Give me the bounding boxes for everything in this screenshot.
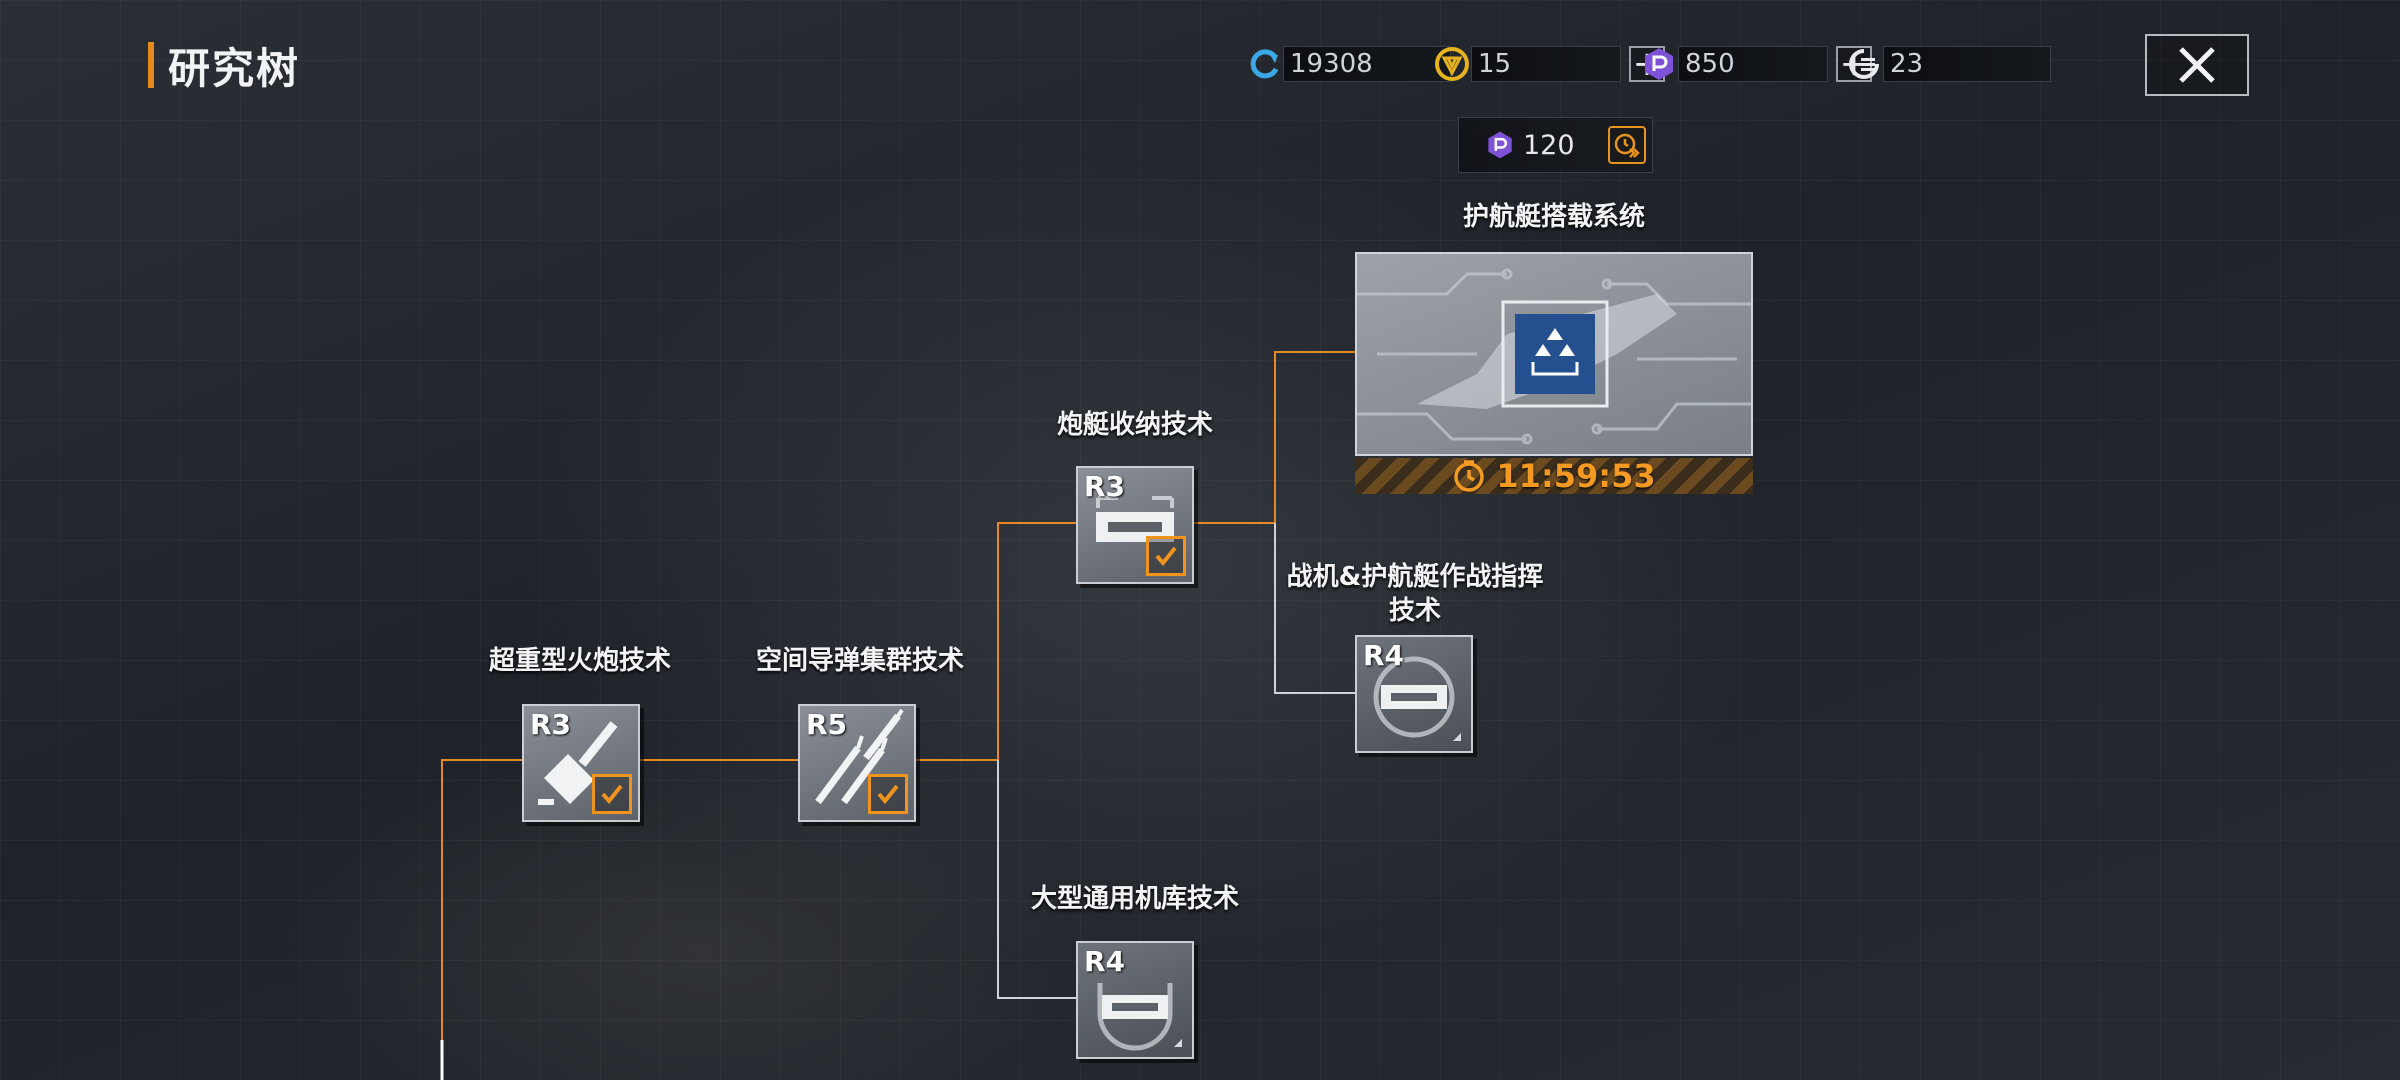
missile-icon <box>815 708 904 805</box>
resource-data-value: 23 <box>1883 46 2051 82</box>
escort-system-card[interactable] <box>1355 252 1753 456</box>
completed-check-icon <box>1146 536 1186 576</box>
circuit-ship-art <box>1357 268 1751 445</box>
data-chip-icon <box>1845 45 1883 83</box>
heavy-cannon-node[interactable]: R3 <box>522 704 640 822</box>
title-accent-bar <box>148 42 154 88</box>
connector-gunboat-escort <box>1194 351 1355 524</box>
refresh-icon <box>1245 45 1283 83</box>
connector-missile-hangar <box>997 760 1076 999</box>
fighter-command-node[interactable]: R4 <box>1355 635 1473 753</box>
cannon-icon <box>538 721 618 805</box>
close-icon <box>2179 47 2215 83</box>
large-hangar-node[interactable]: R4 <box>1076 941 1194 1059</box>
timer-clock-icon <box>1454 460 1485 492</box>
connector-root <box>441 759 522 1080</box>
page-title: 研究树 <box>168 43 301 93</box>
connector-missile-gunboat <box>916 522 1076 761</box>
resource-purple-value: 850 <box>1678 46 1828 82</box>
node-rank: R5 <box>806 708 848 741</box>
fighter-command-label: 战机&护航艇作战指挥 技术 <box>1286 562 1544 626</box>
completed-check-icon <box>868 774 908 814</box>
escort-system-timer: 11:59:53 <box>1355 457 1753 495</box>
completed-check-icon <box>592 774 632 814</box>
hangar-bay-icon <box>1097 983 1182 1051</box>
node-rank: R3 <box>530 708 572 741</box>
close-button[interactable] <box>2145 34 2249 96</box>
node-rank: R4 <box>1084 945 1126 978</box>
speedup-button[interactable] <box>1608 126 1646 164</box>
resource-gold: 15 + <box>1433 44 1665 84</box>
resource-refresh: 19308 <box>1245 44 1451 84</box>
node-rank: R3 <box>1084 470 1126 503</box>
clock-speedup-icon <box>1614 133 1640 158</box>
gunboat-storage-node[interactable]: R3 <box>1076 466 1194 584</box>
page-header: 研究树 <box>148 38 300 93</box>
purple-p-icon <box>1488 131 1512 159</box>
gunboat-storage-label: 炮艇收纳技术 <box>1056 410 1213 440</box>
large-hangar-label: 大型通用机库技术 <box>1030 884 1239 914</box>
gold-token-icon <box>1433 45 1471 83</box>
purple-p-icon <box>1640 45 1678 83</box>
command-ring-icon <box>1373 656 1461 741</box>
research-cost-value: 120 <box>1523 129 1575 161</box>
resource-purple: 850 + <box>1640 44 1872 84</box>
connector-gunboat-fighter <box>1274 523 1355 694</box>
node-rank: R4 <box>1363 639 1405 672</box>
escort-system-label: 护航艇搭载系统 <box>1462 202 1645 232</box>
missile-cluster-node[interactable]: R5 <box>798 704 916 822</box>
heavy-cannon-label: 超重型火炮技术 <box>488 646 671 676</box>
resource-refresh-value: 19308 <box>1283 46 1451 82</box>
resource-gold-value: 15 <box>1471 46 1621 82</box>
hangar-tray-icon <box>1096 496 1174 542</box>
resource-data: 23 <box>1845 44 2051 84</box>
missile-cluster-label: 空间导弹集群技术 <box>755 646 964 676</box>
timer-value: 11:59:53 <box>1496 457 1656 495</box>
research-cost-panel: 120 <box>1458 117 1653 173</box>
